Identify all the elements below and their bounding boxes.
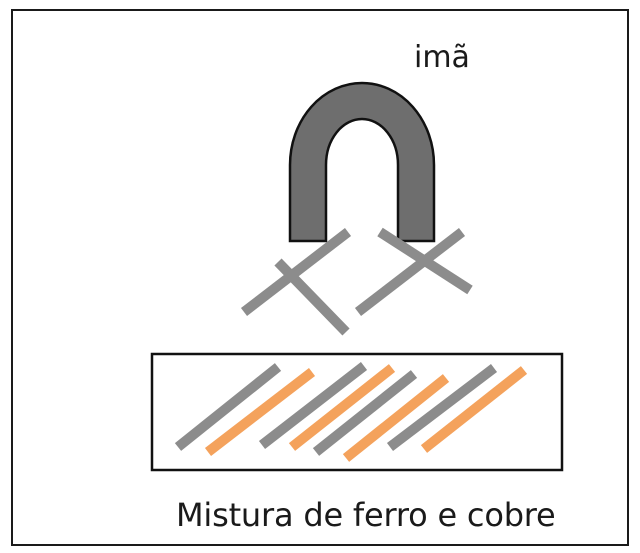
copper-bar-mixture-1 <box>204 368 316 456</box>
iron-bar-attracted-4 <box>377 227 473 295</box>
iron-bar-attracted-1 <box>240 228 352 316</box>
copper-bar-mixture-2 <box>288 364 396 451</box>
copper-bar-mixture-4 <box>420 366 528 453</box>
outer-border <box>11 9 629 546</box>
iron-bar-mixture-1 <box>174 363 282 451</box>
copper-bar-mixture-3 <box>342 374 450 462</box>
attracted-iron-bars <box>240 227 473 336</box>
iron-bar-attracted-2 <box>274 258 350 336</box>
iron-bar-mixture-3 <box>312 370 418 456</box>
magnet <box>288 81 436 243</box>
mixture-caption: Mistura de ferro e cobre <box>176 496 556 534</box>
iron-bar-attracted-3 <box>354 228 466 316</box>
iron-bar-mixture-2 <box>258 362 368 449</box>
iron-bar-mixture-4 <box>386 364 498 451</box>
magnet-label: imã <box>414 40 470 75</box>
mixture-bars <box>174 362 528 462</box>
